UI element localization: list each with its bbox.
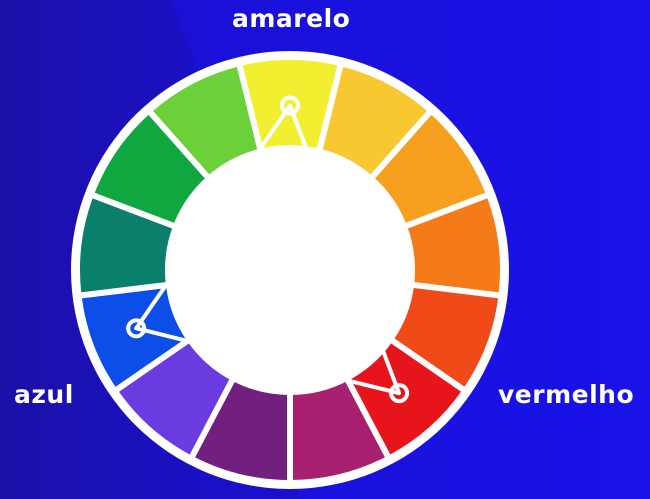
label-blue: azul: [14, 380, 74, 409]
triad-triangle: [134, 103, 402, 396]
label-yellow: amarelo: [232, 4, 351, 33]
wheel-inner-border: [165, 145, 415, 395]
triad-marker-yellow: [280, 95, 300, 116]
label-red: vermelho: [498, 380, 635, 409]
triad-marker-blue: [126, 318, 147, 339]
triad-marker-red: [389, 383, 410, 404]
